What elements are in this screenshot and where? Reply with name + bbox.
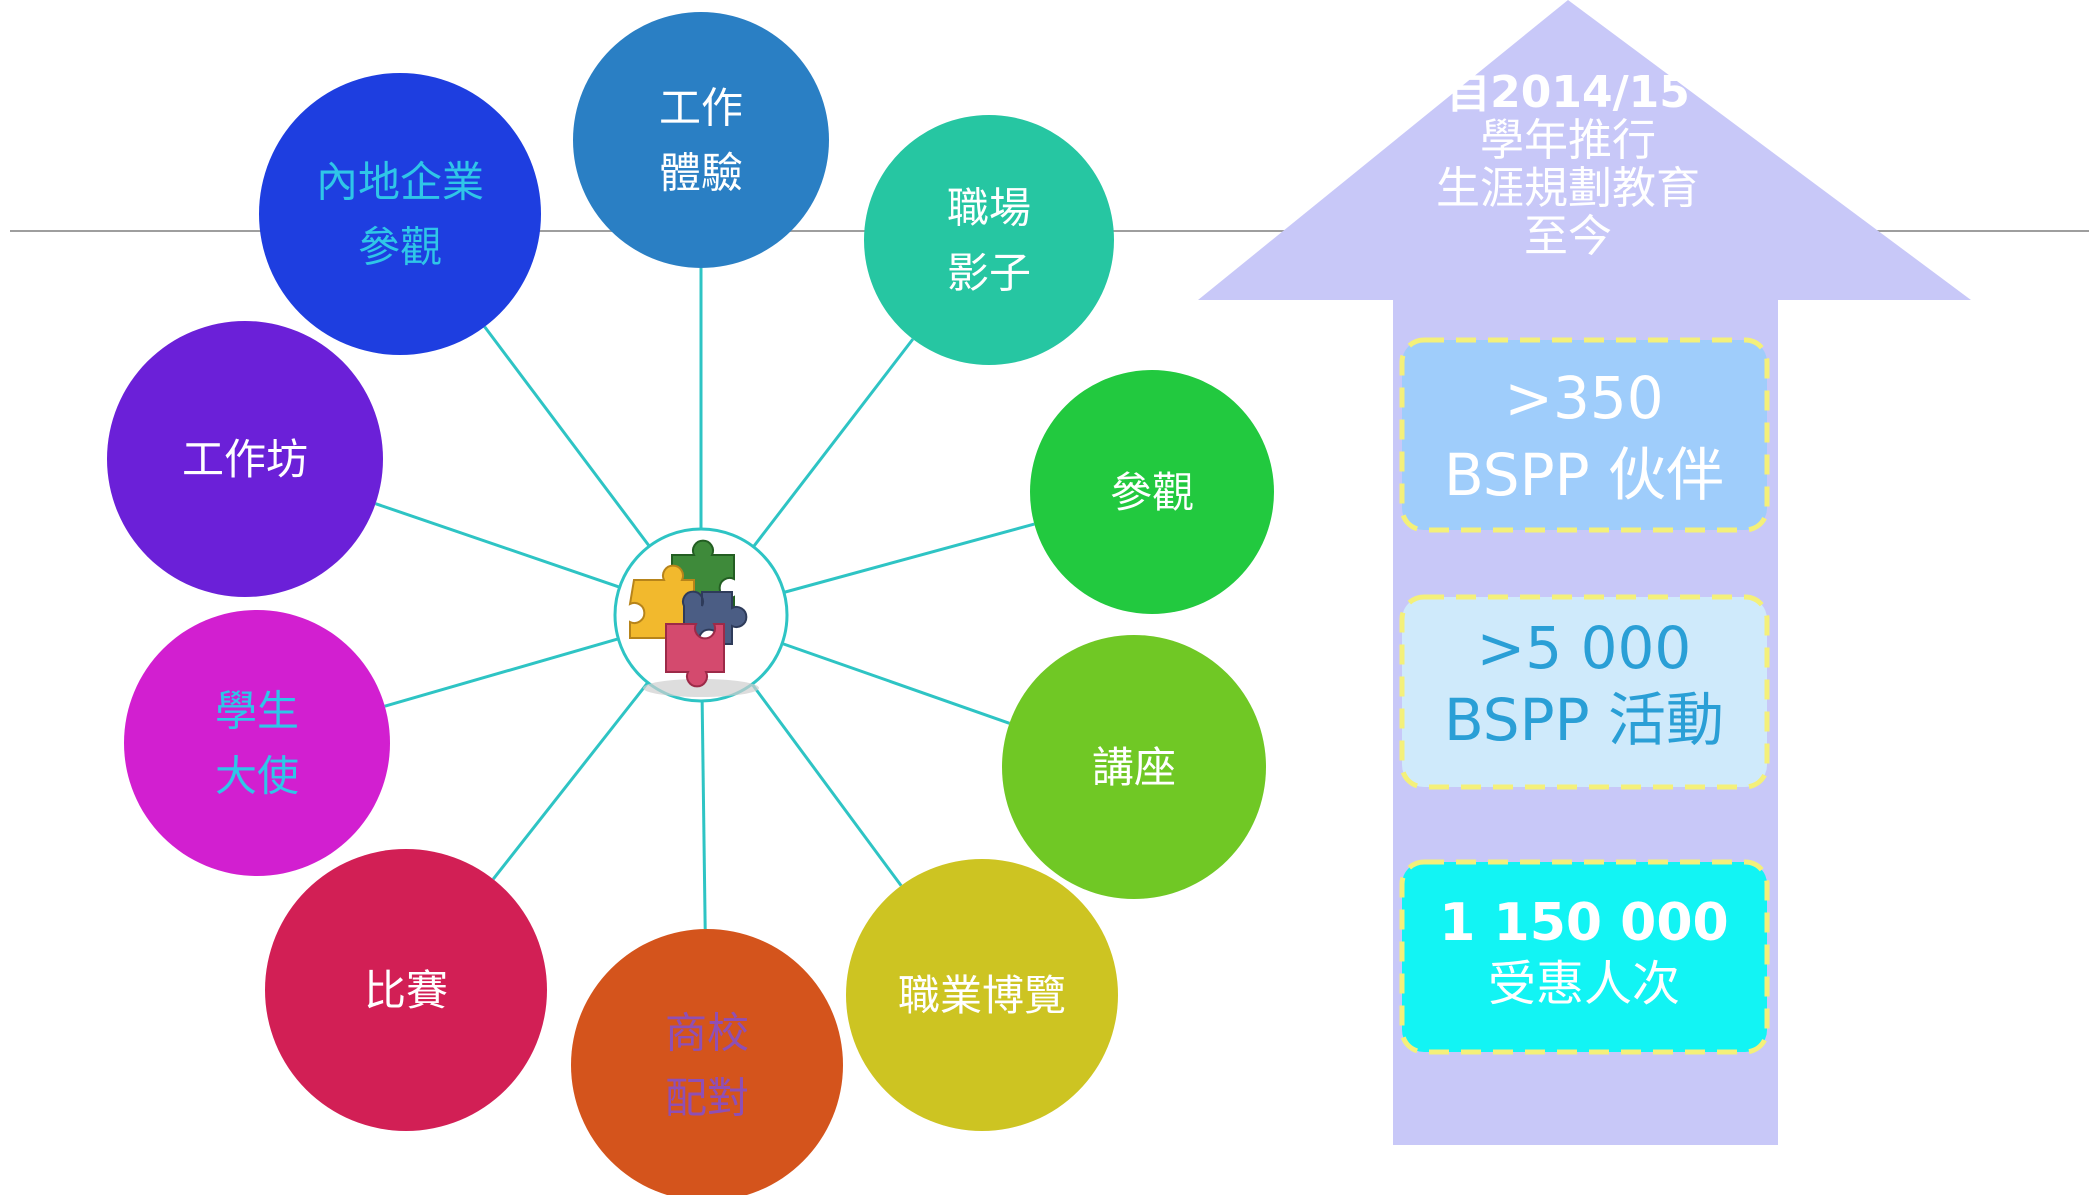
spoke-label-workshop-1: 工作坊 xyxy=(182,435,308,484)
stat-value-activities: >5 000 xyxy=(1477,614,1692,682)
spoke-line-visit xyxy=(783,522,1035,594)
spoke-circle-student-ambassador xyxy=(124,610,390,876)
spoke-line-competition xyxy=(491,681,650,881)
spoke-circle-career-expo xyxy=(846,859,1118,1131)
spoke-circle-competition xyxy=(265,849,547,1131)
spoke-circle-work-experience xyxy=(573,12,829,268)
spoke-label-job-shadowing-1: 職場 xyxy=(947,184,1031,233)
stat-label-activities: BSPP 活動 xyxy=(1444,686,1724,754)
spoke-label-career-expo-1: 職業博覽 xyxy=(898,971,1066,1020)
spoke-circle-school-business-matching xyxy=(571,929,843,1195)
stat-box-partners-bg xyxy=(1399,337,1770,533)
spoke-node-workshop: 工作坊 xyxy=(107,321,383,597)
spoke-circle-talk xyxy=(1002,635,1266,899)
progress-arrow: 自2014/15 學年推行 生涯規劃教育 至今 xyxy=(1198,0,1971,1145)
hub xyxy=(613,527,789,703)
stat-value-beneficiaries: 1 150 000 xyxy=(1439,893,1728,953)
spoke-label-student-ambassador-2: 大使 xyxy=(215,752,299,801)
spoke-label-work-experience-2: 體驗 xyxy=(659,149,743,198)
spoke-label-school-business-matching-2: 配對 xyxy=(665,1074,749,1123)
stat-value-partners: >350 xyxy=(1504,364,1663,432)
spoke-line-talk xyxy=(781,642,1010,725)
spoke-line-school-business-matching xyxy=(700,700,707,930)
spoke-circle-job-shadowing xyxy=(864,115,1114,365)
stat-box-partners: >350 BSPP 伙伴 xyxy=(1399,337,1770,533)
spoke-circle-workshop xyxy=(107,321,383,597)
arrow-head-line-2: 學年推行 xyxy=(1480,115,1656,166)
spoke-label-school-business-matching-1: 商校 xyxy=(665,1009,749,1058)
spoke-circle-visit xyxy=(1030,370,1274,614)
stat-box-beneficiaries: 1 150 000 受惠人次 xyxy=(1399,859,1770,1055)
spoke-line-workshop xyxy=(375,502,621,589)
spoke-node-visit: 參觀 xyxy=(1030,370,1274,614)
arrow-head-line-4: 至今 xyxy=(1524,211,1612,262)
stat-box-activities: >5 000 BSPP 活動 xyxy=(1399,594,1770,790)
stat-label-partners: BSPP 伙伴 xyxy=(1444,441,1724,509)
arrow-head-line-3: 生涯規劃教育 xyxy=(1436,163,1700,214)
puzzle-icon xyxy=(628,539,759,697)
stat-label-beneficiaries: 受惠人次 xyxy=(1488,956,1680,1012)
spoke-line-mainland-enterprise-visit xyxy=(483,325,651,548)
spoke-circle-mainland-enterprise-visit xyxy=(259,73,541,355)
spoke-node-talk: 講座 xyxy=(1002,635,1266,899)
spoke-line-career-expo xyxy=(750,683,903,887)
spoke-label-competition-1: 比賽 xyxy=(364,966,448,1015)
arrow-head-line-1: 自2014/15 xyxy=(1446,67,1690,118)
spoke-label-job-shadowing-2: 影子 xyxy=(947,249,1031,298)
spoke-label-student-ambassador-1: 學生 xyxy=(215,687,299,736)
spoke-label-work-experience-1: 工作 xyxy=(659,84,743,133)
spoke-label-talk-1: 講座 xyxy=(1092,743,1176,792)
spoke-node-career-expo: 職業博覽 xyxy=(846,859,1118,1131)
spoke-line-student-ambassador xyxy=(384,637,619,708)
stat-box-beneficiaries-bg xyxy=(1399,859,1770,1055)
spoke-line-job-shadowing xyxy=(752,338,915,548)
spoke-node-competition: 比賽 xyxy=(265,849,547,1131)
spoke-label-mainland-enterprise-visit-1: 內地企業 xyxy=(316,158,484,207)
stat-box-activities-bg xyxy=(1399,594,1770,790)
arrow-shape xyxy=(1198,0,1971,1145)
spoke-label-mainland-enterprise-visit-2: 參觀 xyxy=(358,223,442,272)
spoke-lines xyxy=(375,268,1035,930)
spoke-label-visit-1: 參觀 xyxy=(1110,468,1194,517)
